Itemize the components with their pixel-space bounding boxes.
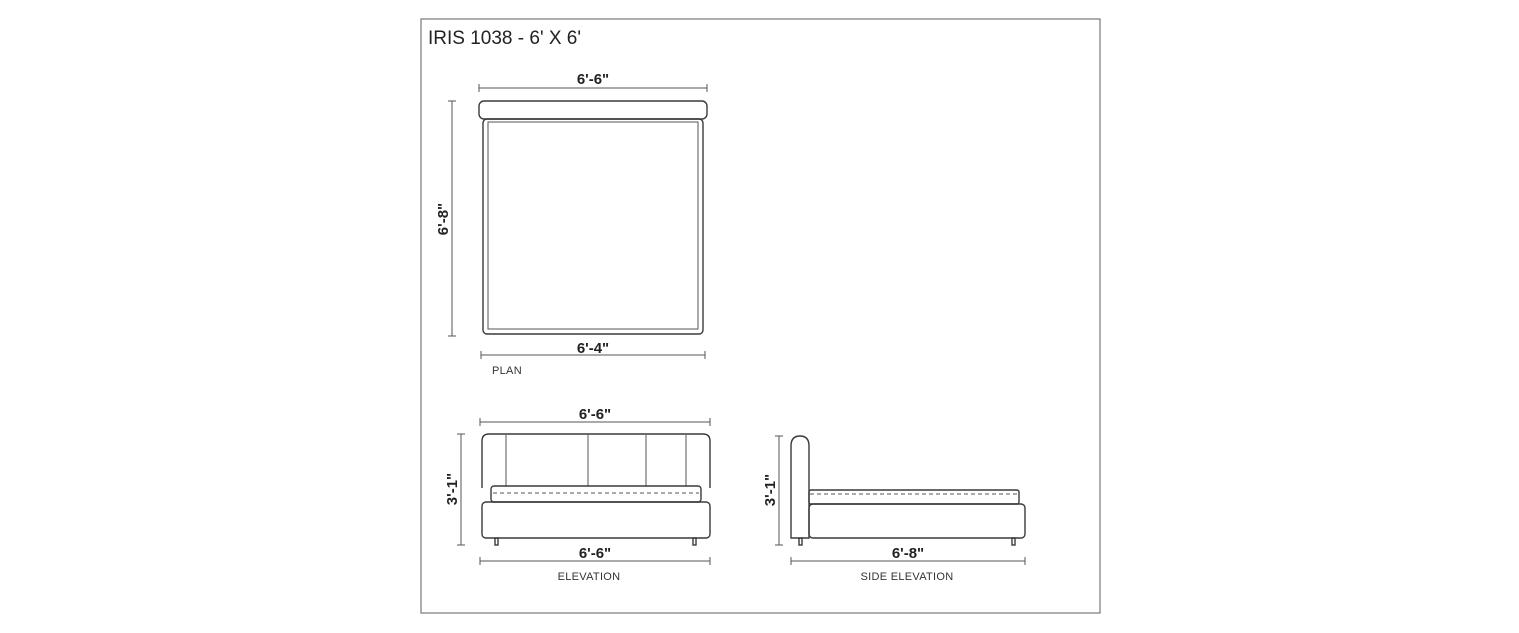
side-elevation-view: 6'-8" 3'-1" SIDE ELEVATION — [762, 435, 1026, 583]
side-elevation-label: SIDE ELEVATION — [860, 571, 953, 583]
elevation-bottom-width: 6'-6" — [579, 545, 611, 562]
side-length-dimension: 6'-8" — [790, 545, 1026, 565]
plan-top-dimension: 6'-6" — [478, 71, 708, 92]
elevation-base — [481, 501, 711, 539]
plan-mattress — [487, 121, 699, 330]
plan-depth-dimension: 6'-8" — [435, 100, 456, 337]
plan-view: 6'-6" 6'-4" 6'-8" PLAN — [435, 71, 708, 377]
side-leg — [798, 537, 803, 546]
elevation-height-dimension: 3'-1" — [444, 433, 465, 546]
plan-depth: 6'-8" — [435, 203, 452, 235]
elevation-bottom-dimension: 6'-6" — [479, 545, 711, 565]
elevation-height: 3'-1" — [444, 473, 461, 505]
elevation-leg — [692, 537, 697, 546]
plan-bed-frame — [482, 118, 704, 335]
side-mattress — [808, 489, 1020, 505]
plan-top-width: 6'-6" — [577, 71, 609, 88]
elevation-mattress — [490, 485, 702, 503]
elevation-headboard — [481, 433, 711, 488]
side-leg — [1011, 537, 1016, 546]
side-base — [808, 503, 1026, 539]
plan-headboard — [478, 100, 708, 120]
side-headboard — [790, 435, 810, 539]
elevation-label: ELEVATION — [558, 571, 621, 583]
sheet-border — [420, 18, 1101, 614]
elevation-leg — [494, 537, 499, 546]
plan-label: PLAN — [492, 365, 522, 377]
elevation-top-dimension: 6'-6" — [479, 406, 711, 426]
side-height-dimension: 3'-1" — [762, 435, 783, 546]
plan-bottom-width: 6'-4" — [577, 340, 609, 357]
side-height: 3'-1" — [762, 474, 779, 506]
elevation-top-width: 6'-6" — [579, 406, 611, 423]
side-length: 6'-8" — [892, 545, 924, 562]
plan-bottom-dimension: 6'-4" — [480, 340, 706, 359]
drawing-title: IRIS 1038 - 6' X 6' — [428, 28, 581, 49]
front-elevation-view: 6'-6" 6'-6" 3'-1" ELEVATION — [444, 406, 711, 583]
